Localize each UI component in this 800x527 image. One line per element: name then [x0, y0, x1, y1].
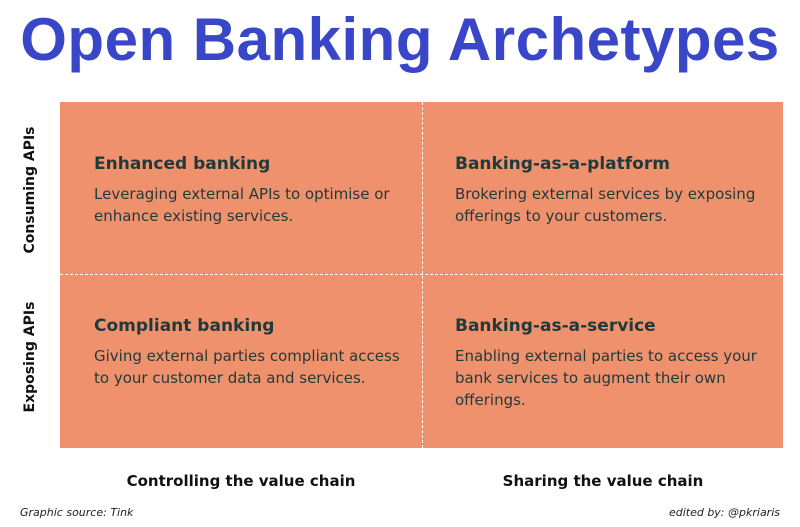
- quadrant-enhanced-banking: Enhanced banking Leveraging external API…: [94, 153, 414, 227]
- quadrant-description: Giving external parties compliant access…: [94, 347, 400, 387]
- y-axis-label-consuming: Consuming APIs: [22, 126, 38, 254]
- vertical-divider: [422, 102, 423, 448]
- y-axis-label-exposing: Exposing APIs: [22, 301, 38, 413]
- quadrant-grid: Enhanced banking Leveraging external API…: [60, 102, 783, 448]
- quadrant-banking-as-a-platform: Banking-as-a-platform Brokering external…: [455, 153, 775, 227]
- quadrant-description: Enabling external parties to access your…: [455, 347, 757, 409]
- quadrant-compliant-banking: Compliant banking Giving external partie…: [94, 315, 414, 389]
- horizontal-divider: [60, 274, 783, 275]
- quadrant-heading: Banking-as-a-service: [455, 316, 656, 336]
- quadrant-heading: Banking-as-a-platform: [455, 154, 670, 174]
- quadrant-heading: Compliant banking: [94, 316, 275, 336]
- quadrant-heading: Enhanced banking: [94, 154, 271, 174]
- page-title: Open Banking Archetypes: [20, 6, 780, 73]
- graphic-source: Graphic source: Tink: [20, 506, 134, 519]
- quadrant-banking-as-a-service: Banking-as-a-service Enabling external p…: [455, 315, 775, 411]
- edited-by-credit: edited by: @pkriaris: [668, 506, 780, 519]
- x-axis-label-sharing: Sharing the value chain: [502, 472, 704, 490]
- quadrant-description: Brokering external services by exposing …: [455, 185, 756, 225]
- quadrant-description: Leveraging external APIs to optimise or …: [94, 185, 390, 225]
- x-axis-label-controlling: Controlling the value chain: [126, 472, 356, 490]
